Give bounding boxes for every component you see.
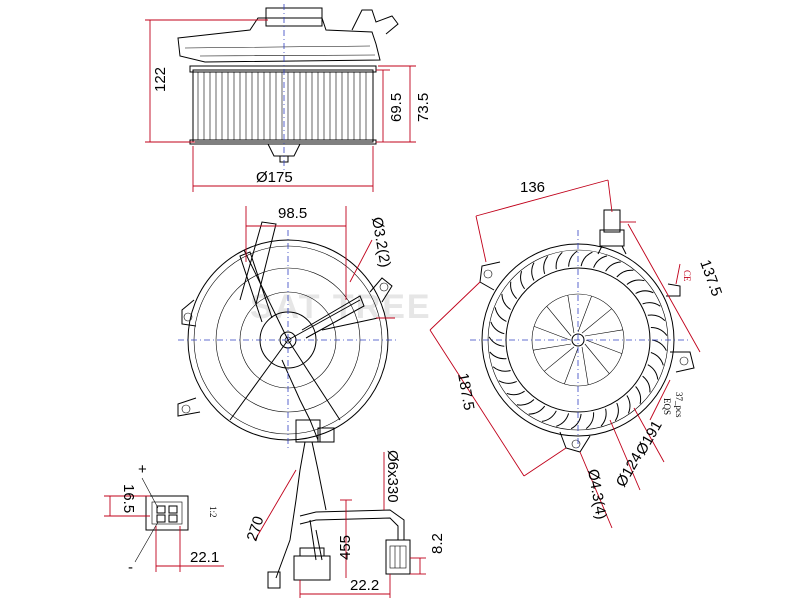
hub-spoke (533, 326, 571, 341)
rear-blade (498, 380, 517, 384)
rear-blade (541, 410, 557, 422)
dim-rear-inner: Ø124 (613, 450, 646, 490)
rear-blade (531, 262, 535, 281)
rear-blade (642, 375, 651, 393)
rear-blade (556, 413, 570, 427)
dim-height-total: 122 (152, 67, 169, 92)
rear-blade (635, 386, 642, 404)
hub-spoke (584, 329, 623, 337)
dim-plug-width: 22.2 (350, 577, 379, 594)
rear-blade (568, 250, 578, 267)
rear-blade (570, 413, 582, 430)
dim-rear-span: 187.5 (454, 372, 477, 412)
dim-connector-width: 22.1 (190, 549, 219, 566)
rear-blade (642, 302, 661, 307)
wheel-blades (197, 72, 367, 140)
dim-height-housing: 73.5 (415, 93, 432, 122)
dim-rear-height: 137.5 (696, 258, 725, 299)
rear-blade (635, 290, 654, 294)
rear-blade (650, 352, 664, 366)
dim-plug-height: 8.2 (429, 533, 446, 554)
wire-view (293, 509, 411, 581)
side-view (177, 4, 399, 172)
rear-blade (605, 261, 621, 272)
side-view-dimensions: 122 69.5 73.5 Ø175 (145, 19, 432, 192)
dim-wire-spec: Ø6x330 (384, 450, 401, 503)
rear-blade (506, 390, 525, 396)
hub-spoke (584, 343, 610, 374)
rear-blade (528, 405, 546, 415)
dim-rear-outer: Ø191 (633, 418, 666, 458)
rear-blade (492, 366, 511, 372)
hub-spoke (564, 347, 579, 385)
rear-blade (585, 412, 595, 429)
rear-blade (543, 256, 549, 275)
hub-spoke (546, 306, 572, 337)
connector-minus: - (128, 559, 133, 576)
wire-dimensions: 270 455 Ø6x330 22.2 8.2 (244, 450, 446, 598)
connector-scale: 1:2 (208, 506, 218, 518)
rear-blade (555, 252, 563, 270)
rear-blade (593, 255, 608, 268)
rear-blade (516, 399, 535, 406)
rear-blade (488, 336, 505, 347)
dim-front-width: 98.5 (278, 205, 307, 222)
dim-rear-width: 136 (520, 179, 545, 196)
dim-wire-length: 270 (244, 514, 268, 543)
rear-blade (650, 327, 668, 336)
rear-view (470, 209, 695, 453)
connector-plus: + (138, 461, 147, 478)
rear-blades (488, 250, 668, 430)
rotation-mark: CE (682, 270, 692, 282)
connector-dimensions: 16.5 22.1 (104, 484, 224, 572)
rear-blade (520, 271, 526, 290)
front-view (177, 221, 398, 589)
hub-spoke (544, 346, 575, 372)
hub-spoke (581, 346, 589, 385)
hub-spoke (581, 308, 612, 334)
rear-blade (647, 364, 659, 380)
rear-blade (501, 293, 511, 310)
hub-spoke (533, 343, 572, 351)
dim-diameter: Ø175 (256, 169, 293, 186)
rear-blade (616, 269, 634, 278)
connector-view: + - 1:2 (128, 461, 218, 576)
rear-view-dimensions: 136 137.5 187.5 Ø191 Ø124 Ø4.3(4) 37_pcs… (429, 179, 725, 529)
rear-blade (614, 402, 619, 422)
dim-rear-holes: Ø4.3(4) (584, 468, 610, 521)
rear-blade (600, 408, 607, 427)
hub-spoke (585, 339, 623, 354)
rear-blade (510, 281, 518, 299)
rear-blade (494, 307, 507, 322)
dim-height-wheel: 69.5 (388, 93, 405, 122)
rear-blade (626, 395, 631, 414)
blade-count: 37_pcs (674, 392, 684, 418)
rear-blade (580, 251, 593, 267)
dim-wire-lead: 455 (337, 535, 354, 560)
rear-blade (651, 339, 667, 351)
blade-eqs: EQS (662, 398, 672, 415)
hub-spokes (533, 295, 623, 385)
hub-spoke (567, 295, 575, 334)
hub-spoke (577, 295, 592, 333)
dim-connector-height: 16.5 (120, 484, 137, 513)
rear-blade (489, 351, 507, 360)
dim-front-hole: Ø3.2(2) (368, 216, 394, 269)
rear-blade (626, 279, 645, 285)
rear-blade (647, 314, 666, 321)
rear-blade (490, 321, 505, 335)
